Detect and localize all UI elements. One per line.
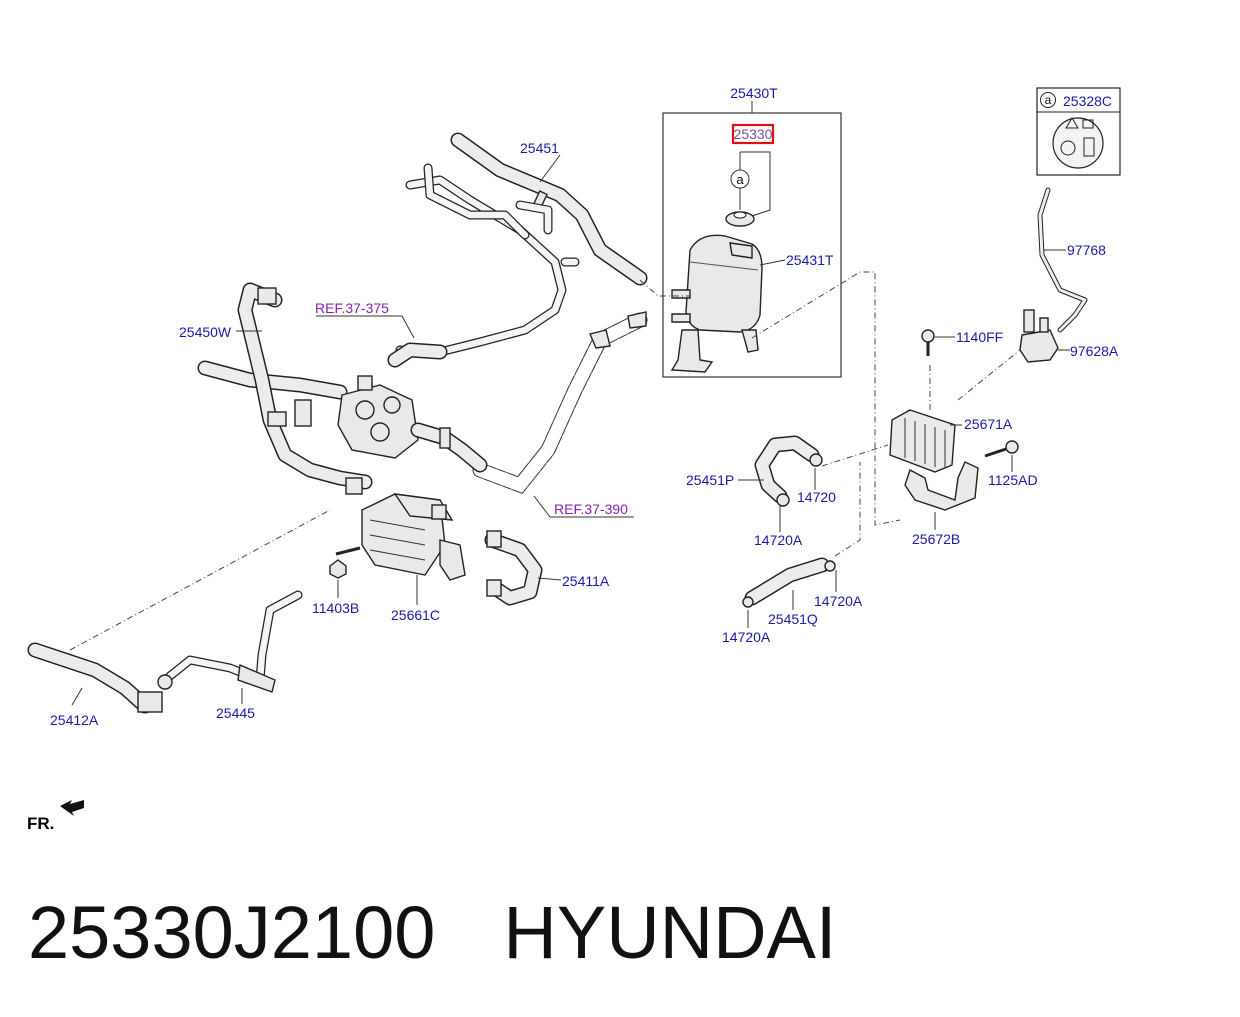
callout-a-letter: a [736, 172, 744, 187]
label-25661C: 25661C [391, 607, 440, 623]
bracket-25672B [904, 461, 979, 511]
electric-heater-25661C [361, 493, 466, 581]
label-25671A: 25671A [964, 416, 1013, 432]
oil-cooler-25671A [889, 409, 956, 473]
caution-label-box: a [1036, 87, 1121, 176]
label-25672B: 25672B [912, 531, 960, 547]
label-25431T: 25431T [786, 252, 834, 268]
brand-name: HYUNDAI [503, 891, 837, 974]
ref-37-390-hose [472, 312, 648, 494]
front-arrow-icon [60, 800, 84, 816]
bolt-1140FF [921, 329, 935, 356]
parts-diagram: a a [27, 85, 1121, 833]
label-ref-37-390[interactable]: REF.37-390 [554, 501, 628, 517]
part-title-footer: 25330J2100 HYUNDAI [28, 888, 1228, 988]
bolt-1125AD [984, 440, 1019, 458]
highlight-box-25330 [731, 123, 775, 145]
heater-pipe-assembly [395, 163, 580, 357]
label-14720: 14720 [797, 489, 836, 505]
label-25445: 25445 [216, 705, 255, 721]
reservoir-cap [725, 211, 755, 227]
heater-control-valve [197, 342, 488, 473]
label-1140FF: 1140FF [956, 329, 1003, 345]
coolant-reservoir-tank [670, 234, 763, 373]
pump-97628A [1019, 309, 1059, 363]
bolt-11403B [329, 546, 361, 579]
label-25328C: 25328C [1063, 93, 1112, 109]
label-14720A-lower: 14720A [722, 629, 771, 645]
label-25451P: 25451P [686, 472, 734, 488]
label-25330[interactable]: 25330 [734, 126, 773, 142]
label-25412A: 25412A [50, 712, 99, 728]
label-14720A-right: 14720A [814, 593, 863, 609]
label-1125AD: 1125AD [988, 472, 1038, 488]
svg-text:a: a [1045, 93, 1052, 107]
caution-label-disc [1052, 117, 1104, 169]
front-direction-label: FR. [27, 814, 54, 833]
label-25430T: 25430T [730, 85, 778, 101]
label-14720A-upper: 14720A [754, 532, 803, 548]
label-ref-37-375[interactable]: REF.37-375 [315, 300, 389, 316]
label-97768: 97768 [1067, 242, 1106, 258]
label-11403B: 11403B [312, 600, 359, 616]
label-25450W: 25450W [179, 324, 232, 340]
label-25451: 25451 [520, 140, 559, 156]
label-25411A: 25411A [562, 573, 610, 589]
label-25451Q: 25451Q [768, 611, 818, 627]
part-number: 25330J2100 [28, 891, 436, 974]
label-97628A: 97628A [1070, 343, 1119, 359]
